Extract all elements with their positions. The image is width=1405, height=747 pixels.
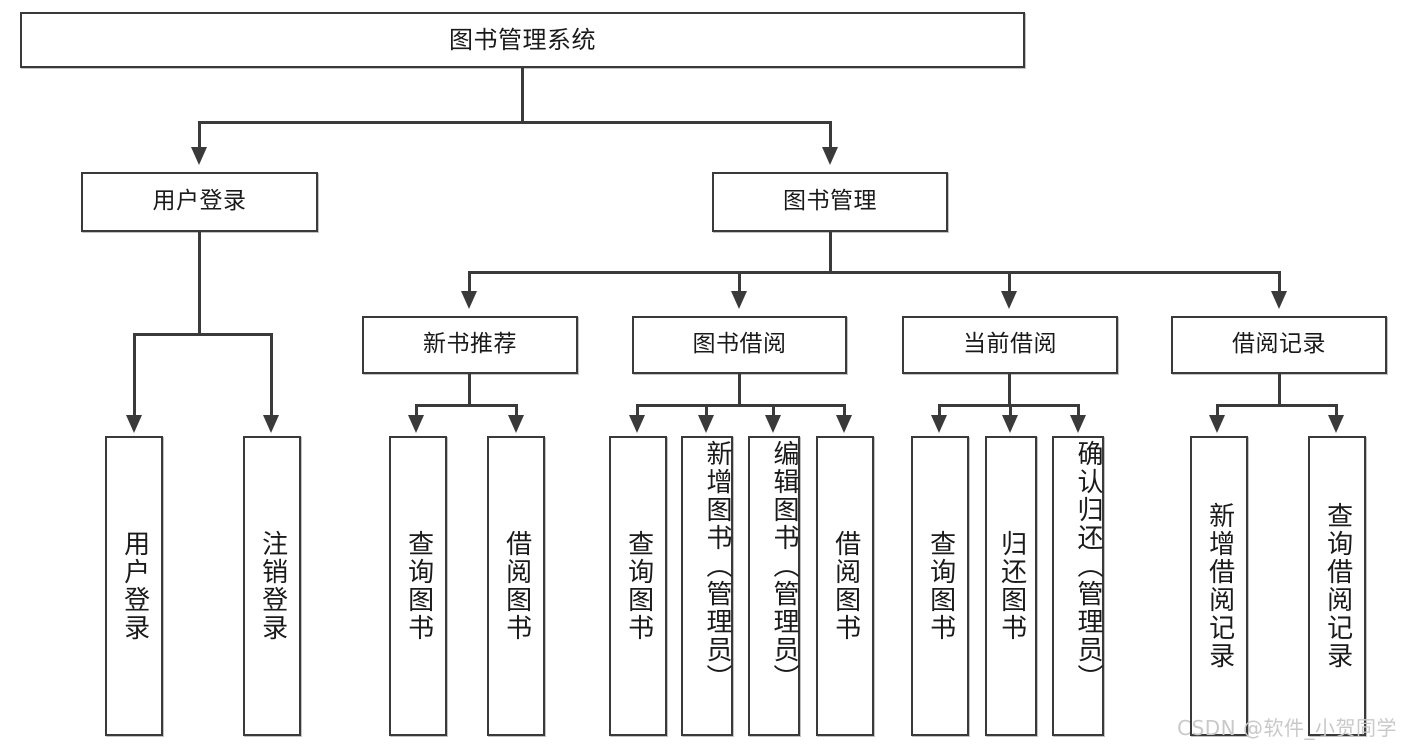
connector-drop-br-add xyxy=(1216,404,1219,417)
arrow-records xyxy=(1271,291,1287,309)
leaf-label: 确认归还（管理员） xyxy=(1073,440,1103,692)
connector-drop-leaf-logout xyxy=(270,333,273,417)
connector-drop-bb-query xyxy=(636,404,639,417)
connector-user-login-stem xyxy=(198,232,201,333)
connector-user-login-bus xyxy=(133,333,272,336)
connector-drop-records xyxy=(1278,271,1281,293)
connector-level3-bus xyxy=(468,271,1281,274)
connector-book-mgmt-stem xyxy=(829,232,832,273)
arrow-cb-query xyxy=(931,415,947,433)
node-root[interactable]: 图书管理系统 xyxy=(20,12,1025,68)
arrow-nb-borrow xyxy=(508,415,524,433)
node-new-book-recommend[interactable]: 新书推荐 xyxy=(362,316,578,374)
leaf-cb-confirm-return-admin[interactable]: 确认归还（管理员） xyxy=(1052,436,1104,736)
connector-drop-current xyxy=(1008,271,1011,293)
leaf-label: 注销登录 xyxy=(257,530,288,642)
connector-drop-nb-borrow xyxy=(515,404,518,417)
node-borrow-records[interactable]: 借阅记录 xyxy=(1171,316,1387,374)
connector-records-stem xyxy=(1278,374,1281,406)
connector-drop-nb-query xyxy=(415,404,418,417)
connector-level2-bus xyxy=(198,121,832,124)
arrow-cb-confirm xyxy=(1070,415,1086,433)
connector-root-stem xyxy=(521,68,524,121)
arrow-leaf-logout xyxy=(263,415,279,433)
connector-drop-cb-return xyxy=(1009,404,1012,417)
watermark: CSDN @软件_小贺同学 xyxy=(1177,716,1397,740)
leaf-nb-query-book[interactable]: 查询图书 xyxy=(389,436,447,736)
connector-new-book-stem xyxy=(468,374,471,406)
connector-current-bus xyxy=(938,404,1079,407)
leaf-logout[interactable]: 注销登录 xyxy=(243,436,301,736)
arrow-borrow xyxy=(731,291,747,309)
node-current-borrow[interactable]: 当前借阅 xyxy=(902,316,1118,374)
leaf-br-query-record[interactable]: 查询借阅记录 xyxy=(1308,436,1366,736)
leaf-label: 借阅图书 xyxy=(501,530,532,642)
connector-drop-bb-add xyxy=(705,404,708,417)
connector-drop-cb-confirm xyxy=(1077,404,1080,417)
connector-drop-leaf-user-login xyxy=(133,333,136,417)
leaf-bb-add-book-admin[interactable]: 新增图书（管理员） xyxy=(681,436,733,736)
arrow-book-mgmt xyxy=(822,147,838,165)
leaf-nb-borrow-book[interactable]: 借阅图书 xyxy=(487,436,545,736)
leaf-bb-query-book[interactable]: 查询图书 xyxy=(609,436,667,736)
leaf-br-add-record[interactable]: 新增借阅记录 xyxy=(1190,436,1248,736)
connector-drop-user-login xyxy=(198,121,201,149)
node-user-login[interactable]: 用户登录 xyxy=(81,172,318,232)
arrow-bb-borrow xyxy=(836,415,852,433)
connector-borrow-bus xyxy=(636,404,845,407)
arrow-new-book xyxy=(461,291,477,309)
leaf-bb-edit-book-admin[interactable]: 编辑图书（管理员） xyxy=(748,436,800,736)
leaf-label: 查询图书 xyxy=(623,530,654,642)
arrow-user-login xyxy=(191,147,207,165)
connector-drop-new-book xyxy=(468,271,471,293)
leaf-user-login[interactable]: 用户登录 xyxy=(105,436,163,736)
arrow-cb-return xyxy=(1002,415,1018,433)
arrow-bb-edit xyxy=(765,415,781,433)
arrow-current xyxy=(1001,291,1017,309)
leaf-label: 新增图书（管理员） xyxy=(702,440,732,692)
connector-drop-bb-borrow xyxy=(843,404,846,417)
leaf-label: 查询图书 xyxy=(403,530,434,642)
connector-drop-book-mgmt xyxy=(829,121,832,149)
connector-current-stem xyxy=(1008,374,1011,406)
arrow-br-add xyxy=(1209,415,1225,433)
arrow-br-query xyxy=(1328,415,1344,433)
leaf-cb-query-book[interactable]: 查询图书 xyxy=(911,436,969,736)
arrow-bb-add xyxy=(698,415,714,433)
leaf-label: 编辑图书（管理员） xyxy=(769,440,799,692)
connector-drop-cb-query xyxy=(938,404,941,417)
leaf-label: 查询图书 xyxy=(925,530,956,642)
leaf-label: 归还图书 xyxy=(996,530,1027,642)
connector-borrow-stem xyxy=(738,374,741,406)
leaf-label: 用户登录 xyxy=(119,530,150,642)
leaf-label: 借阅图书 xyxy=(830,530,861,642)
leaf-cb-return-book[interactable]: 归还图书 xyxy=(985,436,1037,736)
leaf-bb-borrow-book[interactable]: 借阅图书 xyxy=(816,436,874,736)
node-book-borrow[interactable]: 图书借阅 xyxy=(632,316,847,374)
arrow-bb-query xyxy=(629,415,645,433)
node-book-management[interactable]: 图书管理 xyxy=(712,172,948,232)
connector-new-book-bus xyxy=(415,404,518,407)
connector-drop-bb-edit xyxy=(772,404,775,417)
arrow-nb-query xyxy=(408,415,424,433)
connector-drop-br-query xyxy=(1335,404,1338,417)
leaf-label: 查询借阅记录 xyxy=(1322,502,1353,670)
connector-drop-borrow xyxy=(738,271,741,293)
leaf-label: 新增借阅记录 xyxy=(1204,502,1235,670)
arrow-leaf-user-login xyxy=(126,415,142,433)
connector-records-bus xyxy=(1216,404,1338,407)
